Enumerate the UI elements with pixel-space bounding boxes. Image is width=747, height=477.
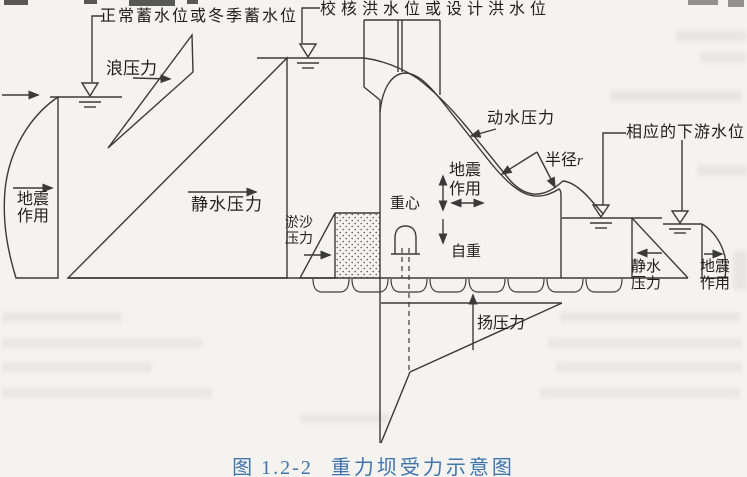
water-level-triangle-icon: [591, 204, 611, 219]
hydrostatic-pressure-triangle-downstream: [631, 217, 689, 279]
seismic-center-line1: 地震: [449, 162, 482, 179]
show-through: [676, 30, 746, 42]
seismic-upstream-label: 地震 作用: [17, 191, 49, 225]
show-through: [697, 165, 747, 176]
downstream-seismic-pressure-curve: [701, 223, 727, 279]
uplift-taper-line: [409, 302, 563, 373]
wave-pressure-sliver: [107, 32, 194, 149]
seismic-upstream-line2: 作用: [17, 208, 50, 225]
silt-pressure-line2: 压力: [285, 231, 313, 247]
silt-pressure-group: [298, 212, 380, 279]
radius-arrow: [536, 151, 556, 189]
page-edge-mark: [688, 0, 718, 5]
uplift-pressure-diagram: [380, 293, 563, 444]
foundation-scallop: [351, 278, 389, 293]
radius-arrow: [500, 151, 538, 175]
figure-caption: 图 1.2-2 重力坝受力示意图: [0, 451, 747, 477]
page-edge-mark: [187, 0, 198, 4]
water-level-triangle-icon: [298, 43, 318, 59]
seismic-center-label: 地震 作用: [449, 161, 481, 199]
gravity-center-group: [391, 174, 485, 370]
static-water-upstream-label: 静水压力: [191, 195, 263, 214]
label-leader-line: [91, 15, 103, 82]
wave-pressure-shape: [107, 32, 194, 149]
foundation-scallop: [312, 278, 350, 293]
dam-body: [68, 19, 727, 443]
label-leader-line: [301, 7, 320, 43]
wave-pressure-arrow: [132, 74, 172, 84]
show-through: [2, 312, 122, 322]
show-through: [540, 388, 740, 398]
static-water-downstream-line1: 静水: [631, 259, 662, 275]
seismic-downstream-line2: 作用: [700, 276, 731, 292]
seismic-upstream-line1: 地震: [17, 191, 50, 208]
show-through: [556, 362, 742, 372]
radius-symbol: r: [577, 153, 583, 169]
page-edge-mark: [84, 0, 97, 4]
radius-text: 半径: [545, 152, 578, 169]
upstream-chamfer: [363, 86, 381, 101]
show-through: [700, 52, 746, 63]
overflow-water-surface-curve: [363, 57, 604, 215]
wave-pressure-label: 浪压力: [106, 59, 157, 78]
show-through: [560, 312, 740, 322]
normal-level-label: 正常蓄水位或冬季蓄水位: [100, 8, 299, 25]
label-leader-line: [602, 132, 626, 205]
dynamic-water-label: 动水压力: [487, 110, 556, 127]
seismic-center-line2: 作用: [449, 181, 482, 198]
dynamic-water-group: [469, 128, 556, 189]
static-water-downstream-line2: 压力: [631, 276, 662, 292]
check-level-label: 校核洪水位或设计洪水位: [320, 1, 552, 18]
centroid-dome-symbol: [394, 225, 417, 254]
show-through: [2, 338, 202, 348]
show-through: [733, 250, 747, 290]
silt-pressure-label: 淤沙 压力: [285, 216, 313, 247]
ogee-crest-and-chute-face: [379, 72, 562, 278]
show-through: [300, 414, 390, 423]
show-through: [2, 388, 212, 398]
figure-title: 重力坝受力示意图: [330, 457, 515, 477]
tailwater-level-symbol: [562, 132, 662, 229]
seismic-pressure-shape: [3, 95, 59, 279]
dynamic-water-arrow: [469, 128, 497, 138]
foundation-contact-scallops: [312, 278, 623, 293]
seismic-downstream-line1: 地震: [700, 259, 731, 275]
foundation-scallop: [507, 278, 545, 293]
foundation-scallop: [468, 278, 506, 293]
page-edge-mark: [728, 0, 744, 7]
radius-label: 半径r: [545, 152, 583, 170]
show-through: [548, 338, 742, 348]
show-through: [2, 362, 152, 372]
foundation-scallop: [390, 278, 428, 293]
page-edge-mark: [4, 0, 28, 5]
seismic-downstream-label: 地震 作用: [700, 259, 730, 293]
water-level-triangle-icon: [670, 210, 690, 225]
silt-pressure-line1: 淤沙: [285, 216, 313, 231]
uplift-label: 扬压力: [477, 315, 526, 332]
foundation-scallop: [585, 278, 623, 293]
self-weight-label: 自重: [451, 244, 482, 260]
water-level-triangle-icon: [80, 82, 100, 98]
foundation-scallop: [429, 278, 467, 293]
seismic-pressure-shape: [701, 223, 727, 279]
uplift-heel-line: [380, 371, 411, 444]
page-edge-mark: [129, 0, 175, 6]
flood-water-level-symbol: [257, 7, 364, 69]
show-through: [610, 90, 742, 102]
triangle-hypotenuse: [631, 217, 689, 279]
downstream-level-label: 相应的下游水位: [626, 124, 746, 141]
normal-water-level-symbol: [50, 15, 122, 108]
foundation-scallop: [546, 278, 584, 293]
pressure-triangle: [66, 56, 288, 279]
static-water-downstream-label: 静水 压力: [631, 259, 661, 293]
sediment-stipple: [336, 213, 380, 278]
hydrostatic-pressure-triangle-upstream: [66, 56, 288, 279]
upstream-seismic-pressure-curve: [2, 90, 59, 279]
tailwater-level-symbol-2: [663, 140, 702, 234]
figure-number: 图 1.2-2: [232, 457, 313, 477]
gravity-center-label: 重心: [390, 196, 421, 212]
